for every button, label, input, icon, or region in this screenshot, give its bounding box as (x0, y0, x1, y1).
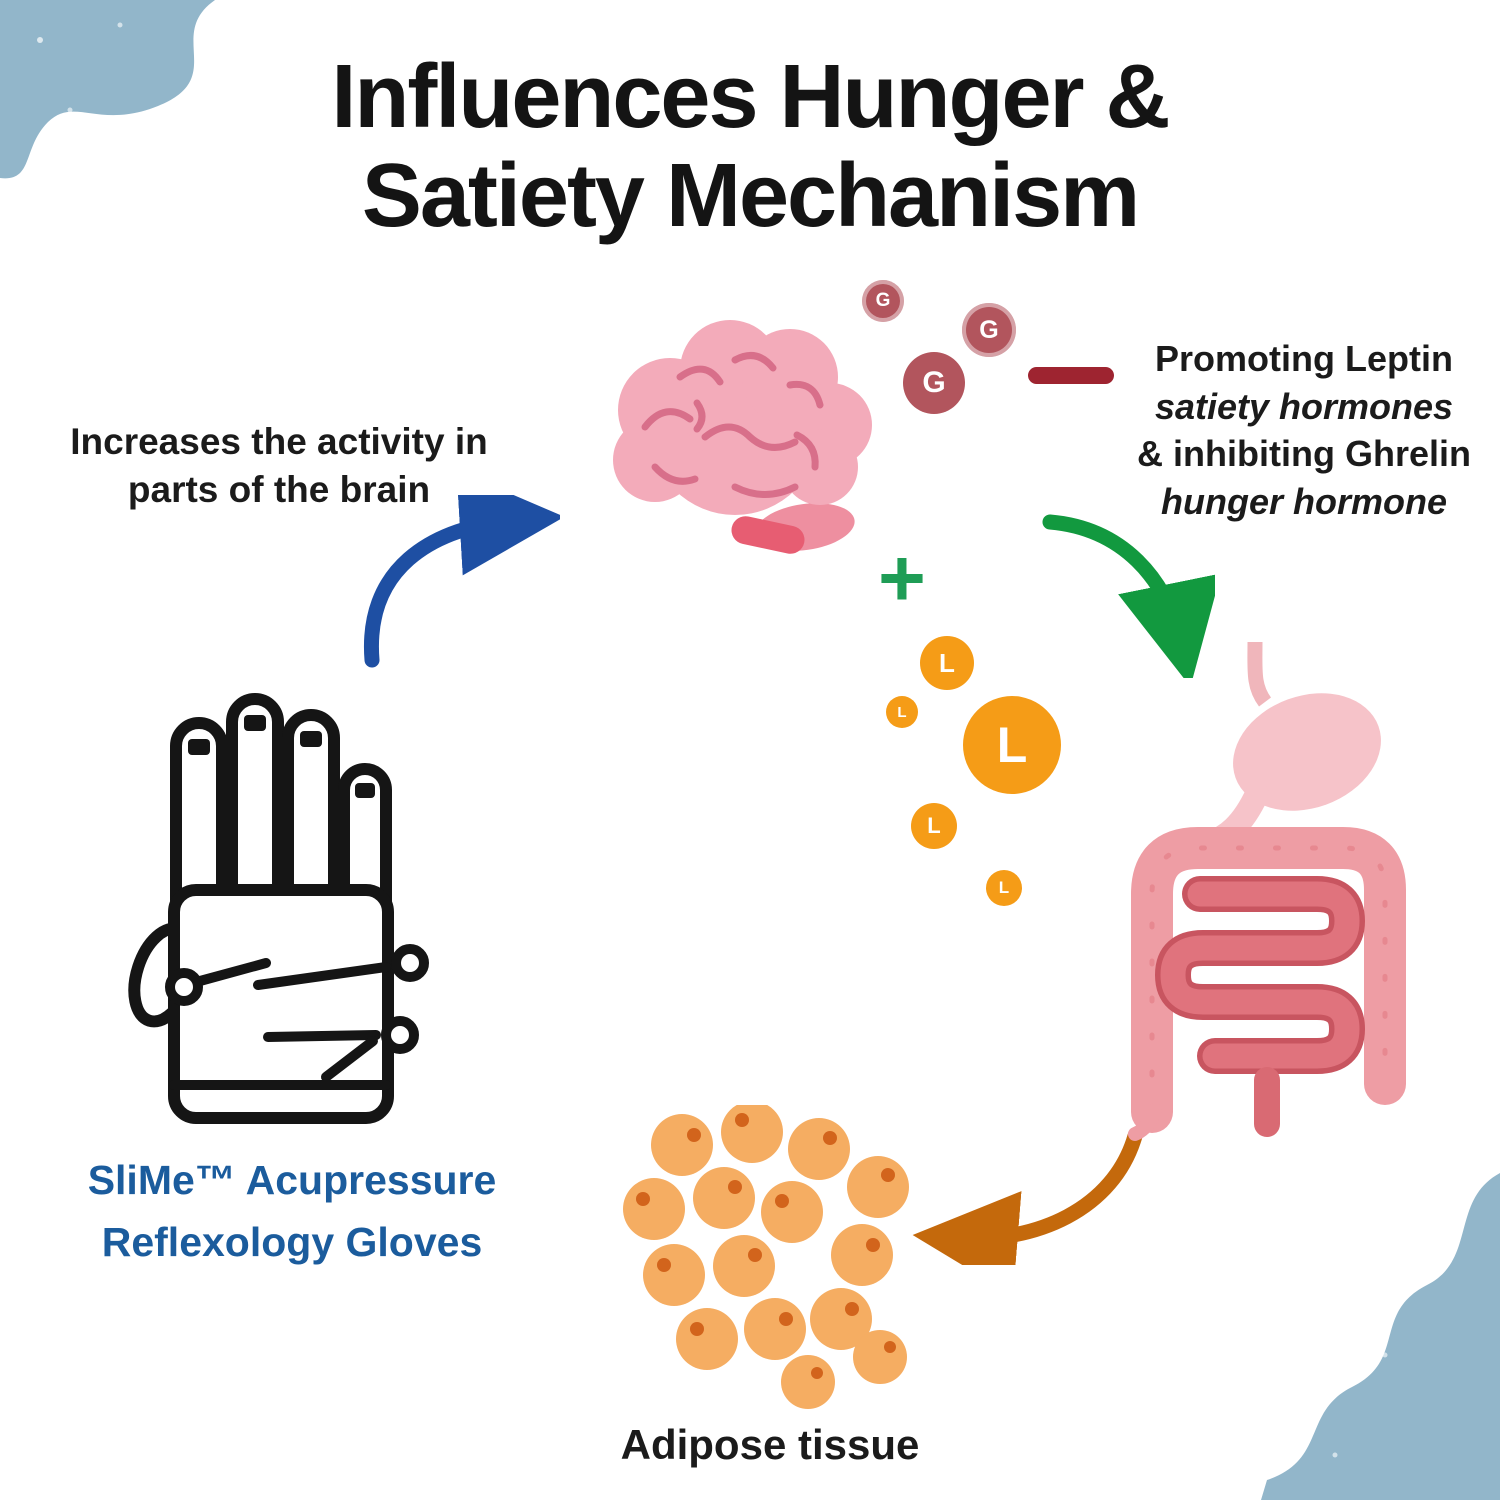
leptin-molecule: L (911, 803, 957, 849)
corner-blob-top-left-icon (0, 0, 215, 179)
brain-activity-note: Increases the activity in parts of the b… (38, 418, 520, 514)
ghrelin-letter: G (875, 290, 891, 311)
acupressure-glove-icon (128, 693, 429, 1124)
gloves-label: SliMe™ Acupressure Reflexology Gloves (70, 1150, 514, 1273)
adipose-label: Adipose tissue (620, 1421, 920, 1468)
arrow-brain-to-gut-icon (1042, 514, 1215, 678)
leptin-letter: L (897, 703, 907, 721)
hormone-note-line2: satiety hormones (1154, 385, 1454, 427)
plus-icon: + (878, 533, 926, 624)
leptin-molecule: L (886, 696, 918, 728)
leptin-molecule: L (920, 636, 974, 690)
hormone-note-line3: & inhibiting Ghrelin (1137, 433, 1471, 475)
ghrelin-molecule-small: G (862, 280, 904, 322)
brain-activity-note-line2: parts of the brain (127, 469, 431, 511)
minus-icon (1028, 367, 1114, 384)
arrow-gut-to-adipose-icon (912, 1128, 1143, 1265)
ghrelin-molecule-medium: G (962, 303, 1016, 357)
brain-activity-note-line1: Increases the activity in (70, 421, 488, 462)
adipose-tissue-icon (623, 1105, 909, 1409)
corner-blob-bottom-right-icon (1261, 1173, 1500, 1500)
leptin-letter: L (996, 717, 1028, 773)
leptin-letter: L (939, 647, 955, 678)
brain-icon (613, 320, 872, 554)
arrow-gloves-to-brain-icon (363, 495, 560, 668)
hormone-note-line4: hunger hormone (1161, 480, 1447, 522)
ghrelin-letter: G (922, 366, 946, 399)
digestive-tract-icon (1128, 642, 1406, 1141)
hormone-note-line1: Promoting Leptin (1155, 338, 1453, 379)
page-title: Influences Hunger & Satiety Mechanism (0, 48, 1500, 246)
gloves-label-line2: Reflexology Gloves (101, 1218, 483, 1265)
leptin-letter: L (998, 878, 1010, 897)
page-title-line2: Satiety Mechanism (361, 146, 1140, 246)
ghrelin-molecule-large: G (903, 352, 965, 414)
gloves-label-line1: SliMe™ Acupressure (87, 1157, 497, 1203)
hormone-note: Promoting Leptin satiety hormones & inhi… (1128, 335, 1480, 525)
ghrelin-letter: G (979, 315, 999, 344)
leptin-molecule-large: L (963, 696, 1061, 794)
leptin-letter: L (927, 813, 941, 838)
page-title-line1: Influences Hunger & (331, 47, 1170, 147)
leptin-molecule: L (986, 870, 1022, 906)
